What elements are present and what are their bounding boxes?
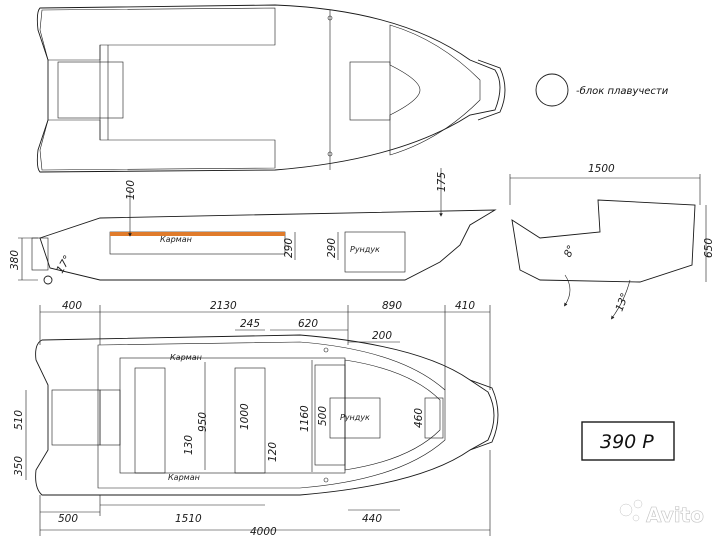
- dim-trunk-length: 440: [362, 513, 382, 525]
- dim-section-angle-a: 8°: [562, 243, 578, 259]
- plan-transom: [51, 389, 101, 446]
- dim-side-bow-h: 175: [436, 172, 448, 192]
- dim-seat-width: 245: [240, 318, 260, 330]
- dim-side-angle: 17°: [54, 253, 74, 275]
- model-label: 390 Р: [600, 431, 654, 453]
- dim-width-120: 120: [267, 442, 279, 462]
- float-block-icon: [535, 73, 569, 107]
- top-bow-box: [349, 61, 391, 121]
- top-transom-box: [57, 61, 124, 119]
- side-view: Карман Рундук 380 17° 100 290 290 175: [9, 168, 497, 285]
- legend: -блок плавучести: [535, 73, 669, 107]
- dim-width-500: 500: [317, 406, 329, 426]
- dim-section-angle-b: 13°: [614, 291, 632, 313]
- side-trunk: [344, 231, 406, 273]
- dim-stern: 400: [62, 300, 82, 312]
- dim-width-460: 460: [413, 408, 425, 428]
- dim-seat-height: 130: [183, 435, 195, 455]
- dim-aft-cockpit: 500: [58, 513, 78, 525]
- dim-side-depth: 380: [9, 250, 21, 270]
- dim-section-height: 650: [703, 238, 715, 258]
- dim-mid-span: 620: [298, 318, 318, 330]
- plan-floor-orange: [97, 341, 446, 489]
- model-label-box: 390 Р: [581, 421, 675, 461]
- dim-side-trunk-h: 290: [326, 238, 338, 258]
- plan-cockpit-brown: [119, 357, 346, 474]
- dim-transom-side: 350: [13, 456, 25, 476]
- dim-width-1000: 1000: [239, 403, 251, 430]
- dim-side-carman-h: 290: [283, 238, 295, 258]
- top-view: [36, 4, 506, 173]
- top-hull-outline: [36, 4, 501, 173]
- dim-transom-width: 510: [13, 410, 25, 430]
- dim-total-length: 4000: [250, 526, 277, 538]
- plan-carman-top: Карман: [170, 353, 202, 362]
- side-carman-label: Карман: [160, 235, 192, 244]
- plan-carman-bottom: Карман: [168, 473, 200, 482]
- plan-bow-yellow: [344, 359, 441, 471]
- dim-bow: 890: [382, 300, 402, 312]
- dim-width-950: 950: [197, 412, 209, 432]
- plan-trunk-box: [329, 397, 381, 439]
- plan-view: Карман Карман Рундук 400 2130 890 410 24…: [13, 300, 499, 538]
- avito-watermark: Avito: [619, 499, 704, 527]
- dim-section-width: 1500: [588, 163, 615, 175]
- side-trunk-label: Рундук: [350, 245, 380, 254]
- dim-bow-deck: 200: [372, 330, 392, 342]
- plan-trunk-label: Рундук: [340, 413, 370, 422]
- side-hull: [39, 209, 497, 281]
- dim-nose: 410: [455, 300, 475, 312]
- top-float-bow: [389, 24, 481, 156]
- dim-width-1160: 1160: [299, 405, 311, 432]
- plan-seat-mid: [234, 367, 266, 474]
- dim-mid-length: 1510: [175, 513, 202, 525]
- legend-text: -блок плавучести: [576, 85, 669, 97]
- plan-hull-outline: [35, 334, 495, 496]
- section-view: 1500 650 8° 13°: [509, 163, 715, 320]
- dim-main: 2130: [210, 300, 237, 312]
- dim-side-top: 100: [125, 180, 137, 200]
- watermark-text: Avito: [646, 503, 704, 527]
- section-shape: [511, 199, 696, 283]
- top-float-right: [39, 119, 276, 171]
- top-float-left: [39, 7, 276, 61]
- plan-seat-aft: [134, 367, 166, 474]
